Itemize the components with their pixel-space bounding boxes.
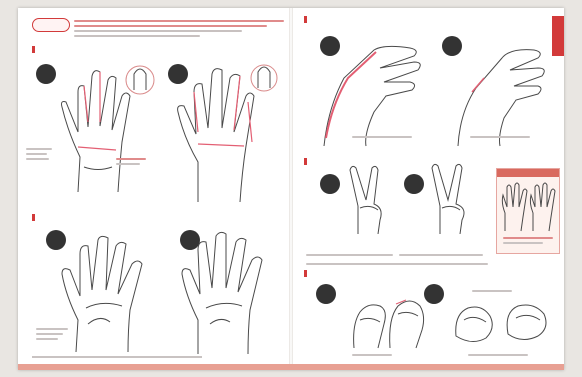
book-spread [18, 8, 564, 370]
section-title-fist [304, 270, 310, 278]
fist-illustration-a [348, 290, 428, 350]
tip-box [496, 168, 560, 254]
annotation-notes [472, 290, 512, 295]
section-title-peace-sign [304, 158, 310, 166]
annotation-notes [352, 136, 412, 141]
palm-illustration-b [176, 230, 282, 354]
annotation-notes [26, 148, 52, 163]
tip-hands-illustration [497, 177, 559, 233]
section-title-hand-side [304, 16, 310, 24]
palm-illustration-a [58, 234, 158, 354]
right-page [292, 8, 564, 370]
hand-back-illustration-a [48, 62, 158, 192]
tip-notes [503, 237, 553, 247]
example-badge [320, 174, 340, 194]
annotation-notes [116, 158, 146, 168]
annotation-notes [36, 328, 68, 343]
tip-box-header [497, 169, 559, 177]
annotation-notes [306, 244, 488, 268]
annotation-notes [468, 354, 528, 359]
bottom-accent-bar [18, 364, 564, 370]
section-title-back-of-hand [32, 46, 38, 54]
category-badge [32, 18, 70, 32]
hand-side-illustration-b [442, 38, 554, 148]
annotation-notes [352, 354, 392, 359]
peace-sign-illustration-b [424, 162, 480, 234]
left-page-header [32, 15, 286, 43]
hand-side-illustration-a [314, 38, 434, 148]
left-page [18, 8, 290, 370]
intro-text-block [74, 17, 284, 41]
annotation-notes [470, 136, 530, 141]
example-badge [404, 174, 424, 194]
example-badge [316, 284, 336, 304]
fist-illustration-b [452, 300, 552, 346]
section-title-palm [32, 214, 38, 222]
footer-note [32, 356, 202, 358]
hand-back-illustration-b [168, 62, 284, 202]
peace-sign-illustration-a [344, 164, 396, 234]
